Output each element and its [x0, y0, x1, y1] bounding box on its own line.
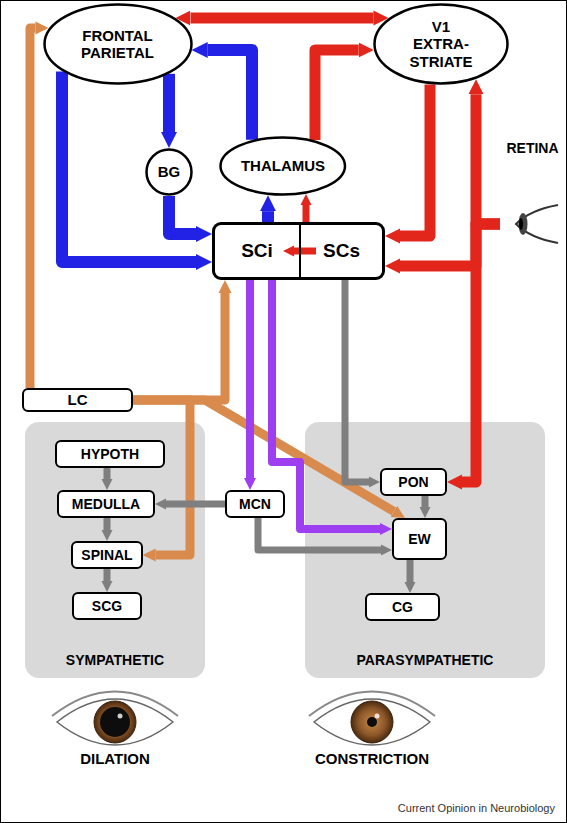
node-label: LC: [68, 391, 88, 408]
pathway-arrow: [400, 224, 500, 266]
node-label: THALAMUS: [241, 157, 325, 174]
pathway-arrow: [208, 50, 252, 140]
node-label: RETINA: [506, 140, 558, 156]
eye-outline: [314, 699, 430, 745]
nucleus-box: SPINAL: [71, 541, 142, 569]
node-label: SCi: [241, 240, 273, 262]
node-label: SPINAL: [81, 547, 132, 563]
node-label: V1 EXTRA-STRIATE: [405, 18, 477, 70]
pathway-arrow: [315, 50, 359, 140]
pathway-arrow: [62, 72, 196, 262]
constricted-eye: [309, 692, 435, 746]
eye-pupil: [367, 717, 377, 727]
nucleus-box: PON: [380, 468, 447, 496]
node-label: EW: [408, 531, 431, 547]
eye-outline: [57, 699, 173, 745]
eye-iris: [94, 701, 136, 743]
pathway-arrow: [294, 248, 316, 255]
eye-iris: [519, 213, 528, 235]
pathway-arrow: [104, 569, 111, 581]
pathway-arrow: [303, 205, 310, 222]
nucleus-box: SCG: [72, 592, 142, 620]
ellipse-shape: [375, 5, 508, 84]
retina-eye-icon: [516, 205, 558, 243]
pathway-arrow: [407, 560, 414, 582]
eye-iris: [351, 701, 393, 743]
node-label: SYMPATHETIC: [66, 652, 164, 668]
pathway-arrow: [169, 196, 196, 234]
outcome-label: CONSTRICTION: [315, 750, 429, 767]
node-label: BG: [158, 163, 181, 180]
nucleus-box: MEDULLA: [57, 490, 155, 518]
eye-lid: [52, 692, 178, 717]
pathway-arrow: [262, 211, 274, 222]
node-label: FRONTAL PARIETAL: [68, 27, 168, 62]
basal-ganglia-circle: BG: [145, 148, 193, 196]
eye-pupil: [100, 707, 130, 737]
node-label: PON: [398, 474, 428, 490]
eye-lid: [309, 692, 435, 717]
pathway-arrow: [30, 28, 35, 388]
pathway-arrow: [272, 280, 380, 529]
colliculus-box: SCi: [212, 222, 300, 280]
node-label: CG: [392, 599, 413, 615]
pathway-panel: SYMPATHETIC HYPOTH MEDULLA SPINAL SCG: [25, 422, 205, 678]
ellipse-shape: [221, 138, 346, 195]
outcome-label: DILATION: [80, 750, 150, 767]
brain-region-ellipse: THALAMUS: [219, 136, 347, 196]
pathway-arrow: [133, 400, 190, 555]
eye-highlight: [375, 714, 380, 719]
pathway-arrow: [166, 501, 225, 508]
node-label: MEDULLA: [72, 496, 140, 512]
node-label: SCG: [92, 598, 122, 614]
colliculus-box: SCs: [300, 222, 385, 280]
brain-region-ellipse: FRONTAL PARIETAL: [43, 3, 193, 85]
eye-iris-group: [351, 701, 393, 743]
node-label: PARASYMPATHETIC: [357, 652, 494, 668]
nucleus-box: LC: [22, 388, 133, 412]
nucleus-box: CG: [365, 593, 440, 621]
panel-fill: [25, 422, 205, 678]
source-caption: Current Opinion in Neurobiology: [398, 802, 555, 814]
ellipse-shape: [147, 150, 192, 195]
ellipse-shape: [44, 5, 191, 84]
eye-iris-group: [94, 701, 136, 743]
retina-node: RETINA: [500, 136, 565, 248]
nucleus-box: HYPOTH: [55, 440, 165, 468]
node-label: MCN: [239, 496, 271, 512]
brain-region-ellipse: V1 EXTRA-STRIATE: [373, 3, 509, 85]
pathway-arrow: [422, 496, 429, 507]
eye-pupil: [519, 218, 523, 230]
pathway-panel: PARASYMPATHETIC PON EW CG: [305, 422, 545, 678]
pathway-arrow: [190, 13, 373, 24]
nucleus-box: MCN: [225, 490, 285, 518]
pathway-arrow: [246, 280, 254, 478]
pathway-arrow: [133, 293, 225, 400]
nucleus-box: EW: [392, 518, 447, 560]
node-label: HYPOTH: [81, 446, 139, 462]
dilated-eye: [52, 692, 178, 746]
node-label: SCs: [323, 240, 360, 262]
pathway-arrow: [476, 94, 500, 224]
pathway-arrow: [400, 84, 430, 236]
pathway-arrow: [345, 280, 369, 482]
pathway-arrow: [462, 224, 500, 482]
eye-highlight: [118, 714, 123, 719]
pathway-arrow: [163, 74, 175, 132]
pathway-arrow: [258, 518, 381, 550]
eye-profile: [516, 205, 558, 243]
pathway-arrow: [104, 518, 111, 530]
pathway-arrow: [104, 468, 111, 479]
